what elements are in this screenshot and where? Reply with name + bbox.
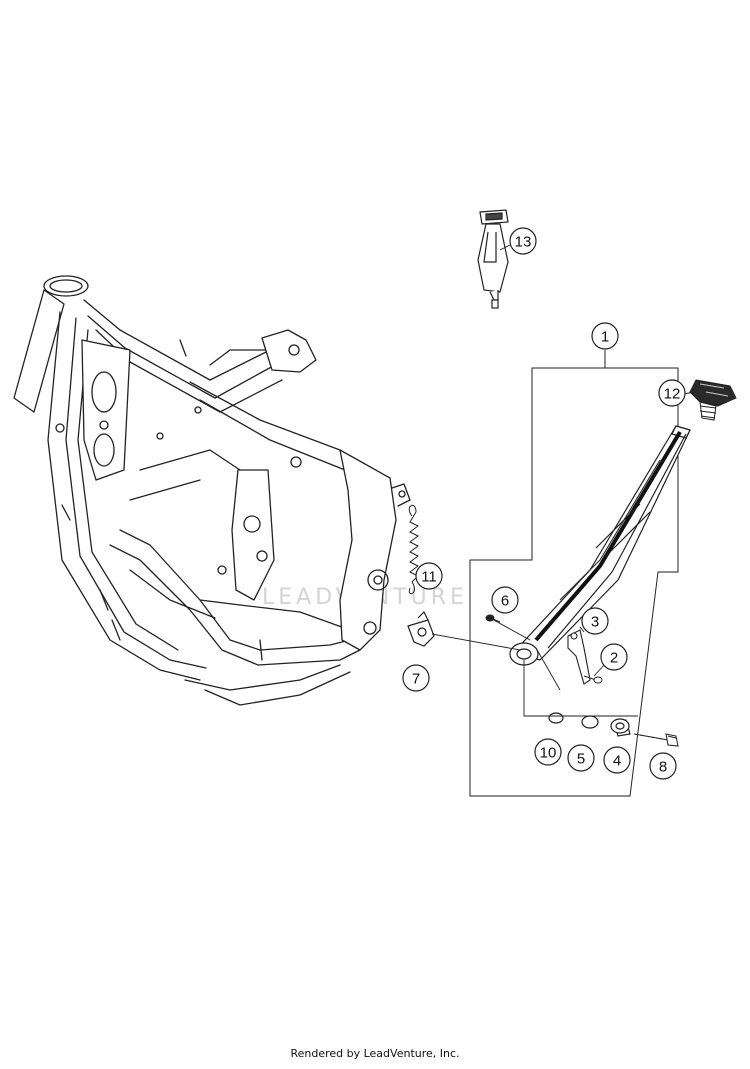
part-5-washer bbox=[581, 715, 599, 729]
part-1-side-stand bbox=[509, 425, 691, 666]
callout-10: 10 bbox=[534, 738, 562, 766]
callout-1: 1 bbox=[591, 322, 619, 350]
callout-3-label: 3 bbox=[591, 614, 599, 631]
callout-11: 11 bbox=[415, 562, 443, 590]
callout-13: 13 bbox=[509, 227, 537, 255]
part-10-ring bbox=[548, 712, 564, 724]
footer-credit: Rendered by LeadVenture, Inc. bbox=[290, 1047, 460, 1060]
part-3-bracket bbox=[567, 629, 591, 685]
callout-7: 7 bbox=[402, 664, 430, 692]
callout-10-label: 10 bbox=[540, 745, 557, 762]
part-11-spring bbox=[408, 504, 419, 595]
callout-6-label: 6 bbox=[501, 593, 509, 610]
part-7-pivot-bracket bbox=[407, 610, 435, 647]
callout-4-label: 4 bbox=[613, 753, 621, 770]
part-4-bushing bbox=[610, 718, 631, 737]
callout-2-label: 2 bbox=[610, 650, 618, 667]
callout-12: 12 bbox=[658, 379, 686, 407]
part-6-bolt bbox=[485, 614, 501, 623]
callout-11-label: 11 bbox=[421, 569, 437, 586]
callout-6: 6 bbox=[491, 586, 519, 614]
callout-12-label: 12 bbox=[664, 386, 681, 403]
part-2-screw bbox=[583, 675, 603, 684]
callout-8-label: 8 bbox=[659, 759, 667, 776]
part-12-rubber-pad bbox=[689, 379, 737, 421]
callout-1-label: 1 bbox=[601, 329, 609, 346]
part-8-bolt bbox=[633, 733, 679, 747]
callout-5-label: 5 bbox=[577, 751, 585, 768]
leader-lines bbox=[499, 244, 695, 677]
callout-5: 5 bbox=[567, 744, 595, 772]
callout-4: 4 bbox=[603, 746, 631, 774]
callout-3: 3 bbox=[581, 607, 609, 635]
callout-2: 2 bbox=[600, 643, 628, 671]
motorcycle-frame bbox=[13, 275, 411, 706]
callout-7-label: 7 bbox=[412, 671, 420, 688]
part-1-bracket bbox=[469, 350, 679, 797]
callout-13-label: 13 bbox=[515, 234, 532, 251]
assembly-lines bbox=[431, 617, 638, 717]
part-13-tool bbox=[477, 209, 509, 309]
callout-8: 8 bbox=[649, 752, 677, 780]
